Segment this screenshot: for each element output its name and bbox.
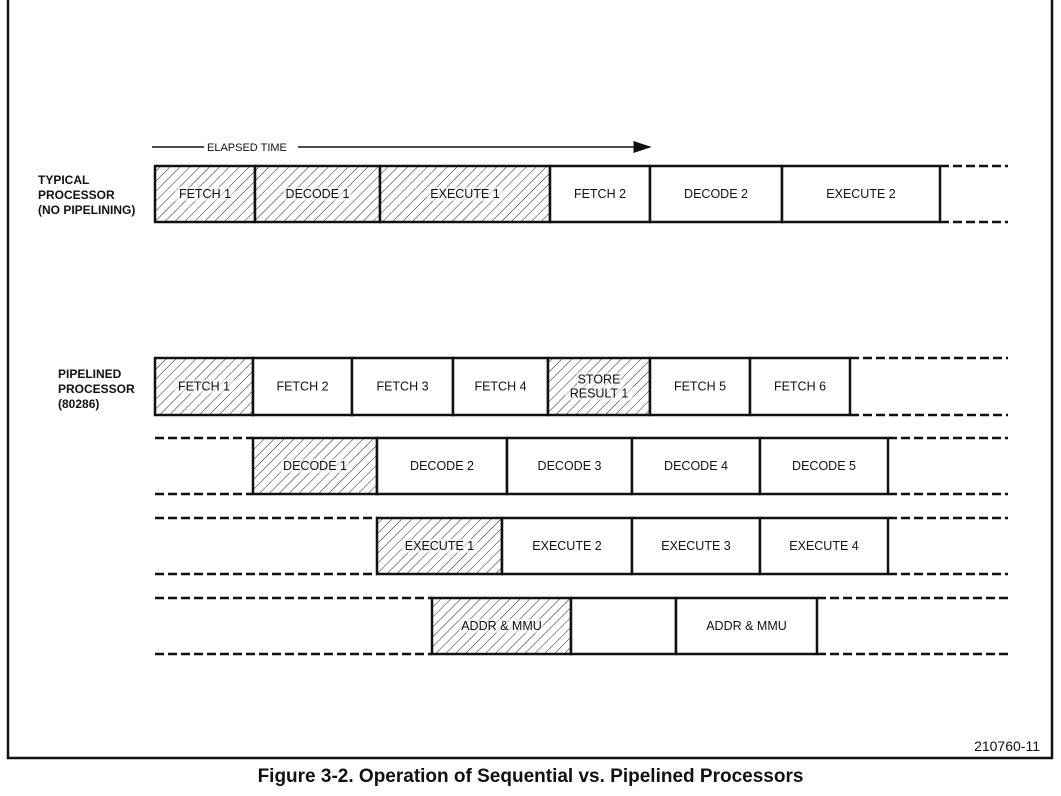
cell-label: EXECUTE 2 <box>532 539 602 553</box>
cell-box <box>780 164 942 224</box>
pipeline-cell: DECODE 2 <box>648 164 784 224</box>
pipelined-processor-label: PIPELINED PROCESSOR (80286) <box>58 367 138 411</box>
cell-label: FETCH 1 <box>178 380 230 394</box>
pipeline-cell: DECODE 1 <box>253 164 382 224</box>
typical-processor-label: TYPICAL PROCESSOR (NO PIPELINING) <box>38 173 135 217</box>
cell-label: RESULT 1 <box>570 387 629 401</box>
pipeline-cell: FETCH 2 <box>548 164 652 224</box>
cell-box <box>350 356 455 417</box>
cell-box <box>505 436 634 496</box>
pipeline-cell: DECODE 5 <box>758 436 890 496</box>
pipeline-cell: DECODE 4 <box>630 436 762 496</box>
cell-label: EXECUTE 2 <box>826 187 896 201</box>
pipeline-cell: ADDR & MMU <box>430 596 573 656</box>
cell-box <box>569 596 678 656</box>
cell-label: DECODE 2 <box>410 459 474 473</box>
figure-number: 210760-11 <box>974 738 1040 754</box>
label-backdrop <box>459 619 544 633</box>
label-backdrop <box>174 379 234 394</box>
pipeline-cell: EXECUTE 3 <box>630 516 762 576</box>
hatched-cell-box <box>251 436 379 496</box>
cell-label: DECODE 5 <box>792 459 856 473</box>
cell-label: DECODE 2 <box>684 187 748 201</box>
pipeline-cell: EXECUTE 1 <box>378 164 552 224</box>
cell-label: DECODE 4 <box>664 459 728 473</box>
cell-box <box>758 516 890 576</box>
execute-row: EXECUTE 1 EXECUTE 2 EXECUTE 3 EXECUTE 4 <box>155 516 1008 576</box>
cell-box <box>674 596 819 656</box>
pipeline-cell: EXECUTE 2 <box>500 516 634 576</box>
pipeline-cell <box>569 596 678 656</box>
pipeline-cell: FETCH 2 <box>251 356 354 417</box>
cell-label: FETCH 6 <box>774 380 826 394</box>
figure-caption: Figure 3-2. Operation of Sequential vs. … <box>257 766 804 787</box>
cell-box <box>630 516 762 576</box>
label-backdrop <box>401 539 478 553</box>
pipeline-cell: ADDR & MMU <box>674 596 819 656</box>
addr-mmu-row: ADDR & MMU ADDR & MMU <box>155 596 1008 656</box>
cell-label: EXECUTE 3 <box>661 539 731 553</box>
elapsed-time-arrow: ELAPSED TIME <box>152 141 652 154</box>
cell-label: EXECUTE 1 <box>430 187 500 201</box>
cell-label: EXECUTE 1 <box>405 539 475 553</box>
pipeline-cell: EXECUTE 2 <box>780 164 942 224</box>
cell-label: ADDR & MMU <box>706 619 787 633</box>
pipeline-cell: EXECUTE 1 <box>375 516 504 576</box>
pipeline-cell: DECODE 3 <box>505 436 634 496</box>
pipeline-cell: FETCH 1 <box>153 356 255 417</box>
cell-label: FETCH 3 <box>376 380 428 394</box>
label-backdrop <box>283 187 352 201</box>
cell-label: DECODE 3 <box>538 459 602 473</box>
cell-label: STORE <box>578 373 621 387</box>
pipeline-cell: FETCH 6 <box>748 356 852 417</box>
pipeline-cell: FETCH 3 <box>350 356 455 417</box>
cell-label: FETCH 2 <box>574 187 626 201</box>
cell-box <box>375 436 509 496</box>
cell-box <box>748 356 852 417</box>
fetch-row: FETCH 1 FETCH 2 FETCH 3 FETCH 4 STORERESULT … <box>153 356 1008 417</box>
pipeline-cell: EXECUTE 4 <box>758 516 890 576</box>
pipeline-cell: FETCH 1 <box>153 164 257 224</box>
cell-box <box>630 436 762 496</box>
label-backdrop <box>175 187 235 201</box>
cell-label: DECODE 1 <box>286 187 350 201</box>
decode-row: DECODE 1 DECODE 2 DECODE 3 DECODE 4 DECODE 5 <box>155 436 1008 496</box>
cell-label: ADDR & MMU <box>461 619 542 633</box>
elapsed-time-label: ELAPSED TIME <box>207 142 287 154</box>
label-backdrop <box>427 187 503 201</box>
cell-label: FETCH 5 <box>674 380 726 394</box>
pipeline-cell: DECODE 1 <box>251 436 379 496</box>
cell-label: DECODE 1 <box>283 459 347 473</box>
figure-frame <box>6 0 1054 760</box>
typical-row: FETCH 1 DECODE 1 EXECUTE 1 FETCH 2 DECODE 2 E… <box>153 164 1008 224</box>
label-backdrop <box>281 459 349 473</box>
pipeline-cell: DECODE 2 <box>375 436 509 496</box>
cell-label: EXECUTE 4 <box>789 539 859 553</box>
label-backdrop <box>565 386 633 401</box>
cell-box <box>758 436 890 496</box>
pipeline-cell: FETCH 5 <box>648 356 752 417</box>
cell-label: FETCH 4 <box>474 380 526 394</box>
pipeline-cell: FETCH 4 <box>451 356 550 417</box>
cell-label: FETCH 1 <box>179 187 231 201</box>
cell-label: FETCH 2 <box>276 380 328 394</box>
label-backdrop <box>577 372 621 387</box>
